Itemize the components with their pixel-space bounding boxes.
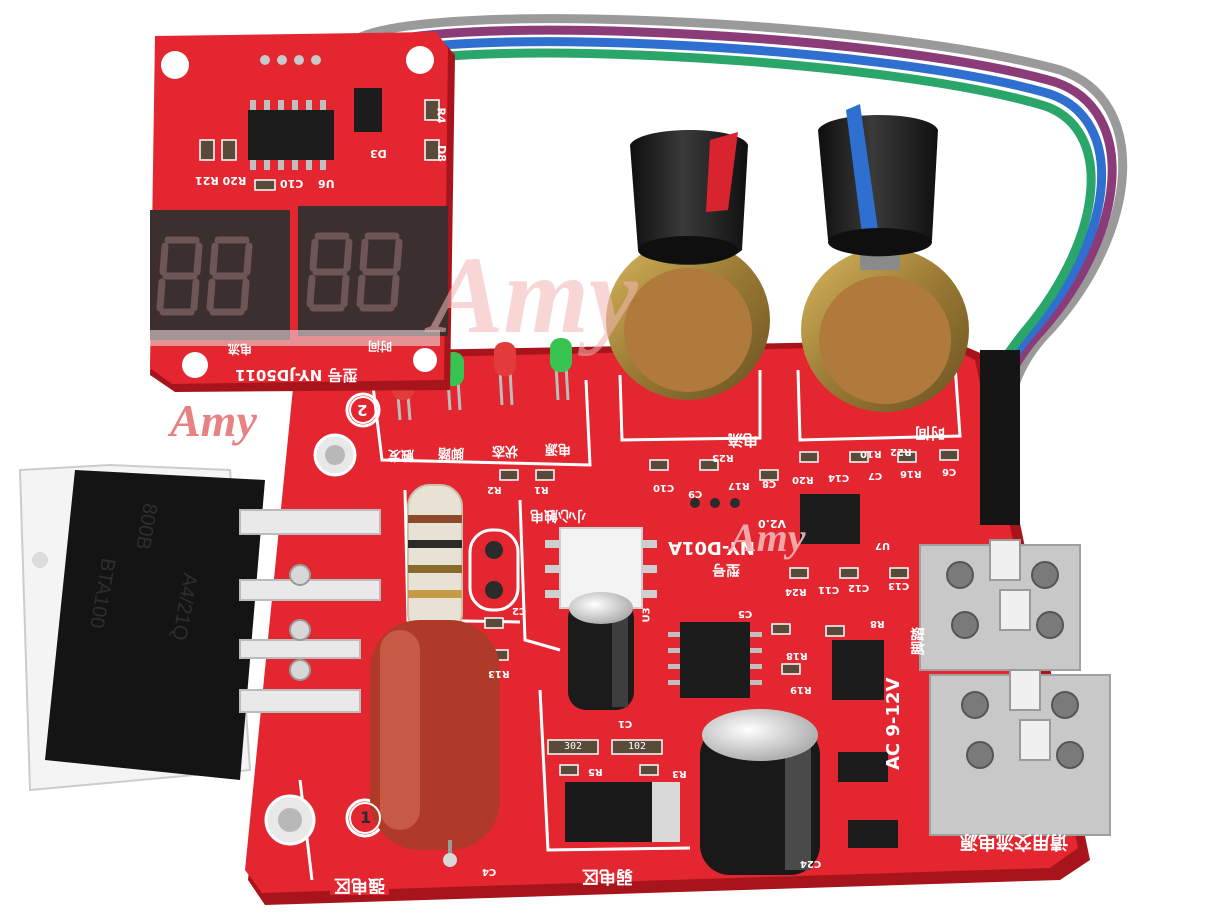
ref-c12: C12 bbox=[848, 582, 870, 593]
ref-c9: C9 bbox=[688, 488, 703, 499]
ribbon-cable bbox=[350, 14, 1128, 435]
screw-terminals bbox=[919, 539, 1111, 836]
ref-c2: C2 bbox=[512, 605, 527, 616]
ref-c6: C6 bbox=[942, 466, 957, 477]
watermark-center: Amy bbox=[730, 515, 806, 560]
circle-2-ring bbox=[349, 396, 377, 424]
capacitors bbox=[568, 592, 820, 875]
pot-label-current: 电流 bbox=[728, 431, 759, 449]
led-label-power: 电源 bbox=[545, 441, 572, 456]
potentiometers bbox=[606, 104, 969, 412]
header-connector bbox=[980, 350, 1020, 525]
ac-spec: AC 9-12V bbox=[883, 677, 904, 770]
circle-2-number: 2 bbox=[357, 401, 368, 419]
circle-1-ring bbox=[349, 802, 381, 834]
display-ref-d8: D8 bbox=[434, 145, 448, 162]
display-module bbox=[150, 32, 455, 392]
power-note: 请用交流电源 bbox=[960, 831, 1068, 852]
display-ref-d3: D3 bbox=[370, 147, 387, 160]
ref-r5: R5 bbox=[588, 766, 603, 777]
power-resistor bbox=[407, 484, 463, 636]
ref-c24: C24 bbox=[800, 858, 822, 869]
ref-c11: C11 bbox=[818, 584, 840, 595]
ref-c13: C13 bbox=[888, 580, 910, 591]
weak-zone-label: 弱电区 bbox=[582, 867, 633, 886]
ref-c8: C8 bbox=[762, 478, 777, 489]
circle-1-number: 1 bbox=[360, 808, 372, 827]
triac bbox=[18, 463, 381, 792]
ref-c7: C7 bbox=[868, 470, 883, 481]
watermark-left: Amy bbox=[170, 395, 257, 446]
ref-r18: R18 bbox=[786, 650, 808, 661]
display-ref-c10: C10 bbox=[280, 177, 304, 190]
ref-r24: R24 bbox=[785, 586, 807, 597]
main-model-word: 型号 bbox=[712, 561, 740, 577]
ref-r1: R1 bbox=[534, 484, 549, 495]
ref-r16: R16 bbox=[900, 468, 922, 479]
display-model-label: 型号 NY-JD5011 bbox=[235, 366, 358, 384]
ref-u7: U7 bbox=[875, 540, 891, 551]
ref-r13: R13 bbox=[488, 668, 510, 679]
smd-code-302: 302 bbox=[564, 741, 583, 752]
led-label-pedal: 脚踏 bbox=[438, 445, 465, 460]
led-label-status: 状态 bbox=[492, 443, 519, 458]
film-capacitor bbox=[370, 620, 500, 867]
ref-u3: U3 bbox=[641, 607, 653, 623]
ref-c10: C10 bbox=[653, 482, 675, 493]
pot-label-time: 时间 bbox=[915, 424, 946, 442]
display-ref-r20-r21: R20 R21 bbox=[195, 174, 247, 187]
ref-r19: R19 bbox=[790, 684, 812, 695]
display-time-label: 时间 bbox=[368, 339, 393, 353]
ref-c1: C1 bbox=[618, 718, 633, 729]
ref-r17: R17 bbox=[728, 480, 750, 491]
ref-r2: R2 bbox=[487, 484, 502, 495]
strong-zone-label: 强电区 bbox=[330, 876, 389, 895]
smd-code-102: 102 bbox=[628, 741, 647, 752]
display-current-label: 电流 bbox=[228, 342, 253, 356]
relay-warning: 小心触电 bbox=[530, 507, 586, 523]
ref-r22: R22 bbox=[890, 446, 912, 457]
display-ref-u6: U6 bbox=[318, 177, 335, 190]
watermark-large: Amy bbox=[430, 234, 638, 356]
pedal-terminal-label: 脚踏 bbox=[911, 627, 927, 655]
display-ref-r4: R4 bbox=[434, 107, 448, 124]
ref-r10: R10 bbox=[860, 448, 882, 459]
ics bbox=[565, 494, 898, 848]
ref-c4: C4 bbox=[482, 866, 497, 877]
ref-r8: R8 bbox=[870, 618, 885, 629]
ref-c14: C14 bbox=[828, 472, 850, 483]
ref-r3: R3 bbox=[672, 768, 687, 779]
ref-r23: R23 bbox=[712, 452, 734, 463]
ref-c5: C5 bbox=[738, 608, 753, 619]
ref-r20: R20 bbox=[792, 474, 814, 485]
led-label-trigger: 触发 bbox=[388, 447, 415, 462]
